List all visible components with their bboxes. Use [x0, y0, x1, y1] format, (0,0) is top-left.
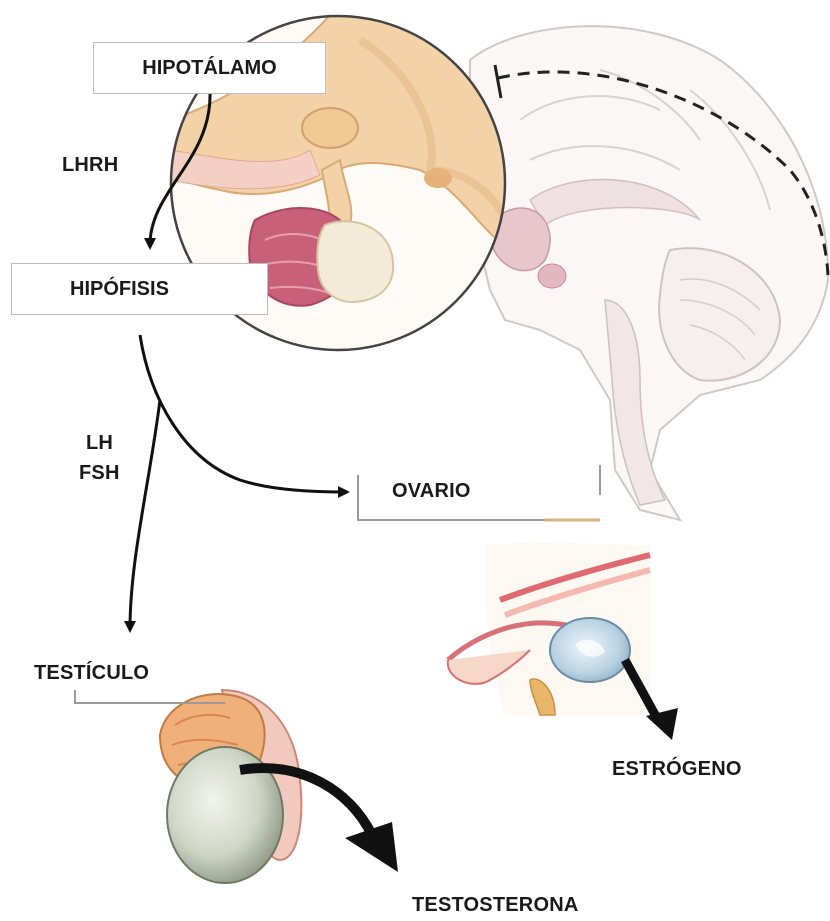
hypothalamus-box: HIPOTÁLAMO	[93, 42, 326, 94]
lhrh-label: LHRH	[62, 154, 118, 177]
testicle-arrow	[130, 400, 160, 628]
testicle-icon	[160, 690, 398, 883]
fsh-label: FSH	[79, 462, 120, 485]
hypothalamus-label: HIPOTÁLAMO	[142, 57, 276, 80]
ovary-icon	[448, 543, 678, 740]
testosterone-label: TESTOSTERONA	[412, 894, 579, 917]
testicle-label: TESTÍCULO	[34, 662, 149, 685]
ovary-label: OVARIO	[392, 480, 471, 503]
pituitary-box: HIPÓFISIS	[11, 263, 268, 315]
estrogen-label: ESTRÓGENO	[612, 758, 742, 781]
ovary-arrow	[140, 335, 345, 492]
pituitary-label: HIPÓFISIS	[70, 278, 169, 301]
testosterone-arrow-head	[345, 822, 398, 872]
lh-label: LH	[86, 432, 113, 455]
brain-sagittal-icon	[470, 26, 828, 520]
